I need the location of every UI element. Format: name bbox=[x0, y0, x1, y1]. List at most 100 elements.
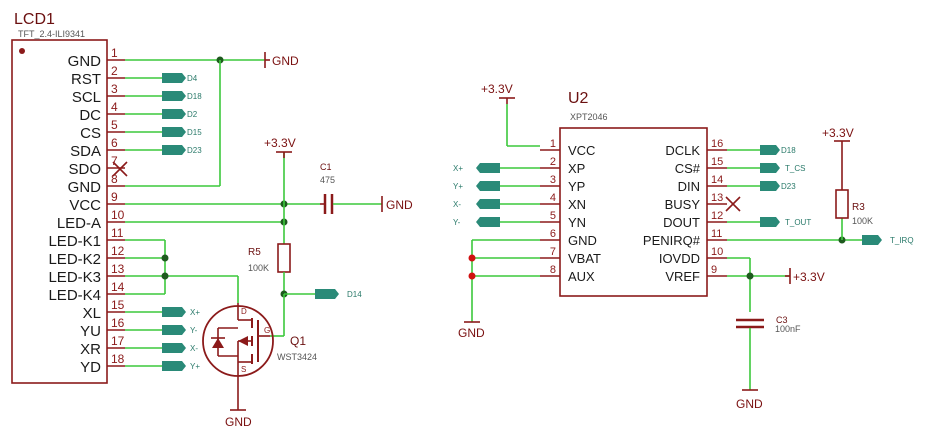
q1-pin-d: D bbox=[241, 307, 247, 316]
c1-capacitor: C1 475 GND bbox=[320, 162, 413, 214]
r3-ref: R3 bbox=[852, 202, 865, 213]
u2-tag-xminus: X- bbox=[453, 200, 461, 209]
q1-part: WST3424 bbox=[277, 352, 317, 362]
u2-pin-number: 11 bbox=[711, 228, 722, 240]
u2-pin-name: VBAT bbox=[568, 251, 601, 266]
u2-pin-name: YP bbox=[568, 179, 585, 194]
supply-3v3-lcd: +3.3V bbox=[264, 136, 296, 158]
lcd1-ref: LCD1 bbox=[14, 11, 55, 28]
lcd-pin-number: 13 bbox=[111, 262, 125, 276]
tag-yplus: Y+ bbox=[190, 362, 200, 371]
lcd-pin-name: YD bbox=[80, 359, 101, 376]
lcd-pin-number: 5 bbox=[111, 118, 118, 132]
u2-pin-number: 13 bbox=[711, 192, 723, 204]
lcd1-body bbox=[11, 39, 108, 384]
u2-pin-number: 8 bbox=[550, 264, 556, 276]
u2-pin-name: XP bbox=[568, 161, 585, 176]
lcd-pin-name: LED-K2 bbox=[48, 251, 101, 268]
u2-pin-7: 7 VBAT bbox=[540, 246, 601, 266]
u2-pin-number: 7 bbox=[550, 246, 556, 258]
tag-xplus: X+ bbox=[190, 308, 200, 317]
u2-tag-tout: T_OUT bbox=[785, 218, 811, 227]
u2-pin-number: 10 bbox=[711, 246, 723, 258]
u2-body bbox=[559, 127, 708, 297]
lcd-net-tags: D4 D18 D2 D15 D23 X+ Y- X- Y+ bbox=[162, 73, 202, 371]
lcd-pin-name: LED-A bbox=[57, 215, 101, 232]
tag-d2: D2 bbox=[187, 110, 198, 119]
tag-d14: D14 bbox=[347, 290, 362, 299]
u2-pin-9: 9 VREF bbox=[665, 264, 727, 284]
q1-pin-g: G bbox=[264, 326, 270, 335]
u2-pin-number: 12 bbox=[711, 210, 723, 222]
lcd-pin-name: SCL bbox=[72, 89, 101, 106]
u2-part: XPT2046 bbox=[570, 112, 608, 122]
gnd-label-c3: GND bbox=[736, 397, 763, 411]
lcd-pin-number: 1 bbox=[111, 46, 118, 60]
u2-pin-name: XN bbox=[568, 197, 586, 212]
lcd-pin-number: 3 bbox=[111, 82, 118, 96]
lcd-pin-name: XR bbox=[80, 341, 101, 358]
u2-tag-xplus: X+ bbox=[453, 164, 463, 173]
u2-pin-name: VREF bbox=[665, 269, 700, 284]
u2-pin-name: GND bbox=[568, 233, 597, 248]
lcd-pin-number: 2 bbox=[111, 64, 118, 78]
lcd-pin-number: 8 bbox=[111, 172, 118, 186]
u2-tag-d18: D18 bbox=[781, 146, 796, 155]
v33-label-u2: +3.3V bbox=[481, 82, 513, 96]
c3-value: 100nF bbox=[775, 324, 801, 334]
u2-pin-name: IOVDD bbox=[659, 251, 700, 266]
lcd-pin-name: SDA bbox=[70, 143, 101, 160]
lcd1-part: TFT_2.4-ILI9341 bbox=[18, 29, 85, 39]
lcd-pin-number: 6 bbox=[111, 136, 118, 150]
u2-pin-name: YN bbox=[568, 215, 586, 230]
u2-pin-10: 10 IOVDD bbox=[659, 246, 727, 266]
u2-pin-number: 5 bbox=[550, 210, 556, 222]
lcd-pin-name: CS bbox=[80, 125, 101, 142]
u2-pin-number: 3 bbox=[550, 174, 556, 186]
u2-pin-name: DCLK bbox=[665, 143, 700, 158]
u2-pin-6: 6 GND bbox=[540, 228, 597, 248]
v33-label-vref: +3.3V bbox=[793, 270, 825, 284]
c1-value: 475 bbox=[320, 175, 335, 185]
lcd-pin-name: LED-K3 bbox=[48, 269, 101, 286]
u2-pin-name: DIN bbox=[678, 179, 700, 194]
r3-resistor: +3.3V R3 100K bbox=[822, 126, 873, 226]
u2-pin-number: 6 bbox=[550, 228, 556, 240]
lcd-pin-name: XL bbox=[83, 305, 101, 322]
lcd-pin-name: LED-K4 bbox=[48, 287, 101, 304]
gnd-label-c1: GND bbox=[386, 198, 413, 212]
u2-tag-d23: D23 bbox=[781, 182, 796, 191]
lcd-pin-name: SDO bbox=[68, 161, 101, 178]
lcd-pin-number: 14 bbox=[111, 280, 125, 294]
u2-pin-name: BUSY bbox=[665, 197, 701, 212]
u2-pin-number: 15 bbox=[711, 156, 723, 168]
u2-tag-tirq: T_IRQ bbox=[890, 236, 914, 245]
c3-capacitor: C3 100nF GND bbox=[736, 315, 801, 411]
u2-component: U2 XPT2046 bbox=[559, 90, 708, 297]
lcd1-pins: 1GND2RST3SCL4DC5CS6SDA7SDO8GND9VCC10LED-… bbox=[48, 46, 125, 376]
lcd-pin-name: GND bbox=[68, 179, 102, 196]
u2-ref: U2 bbox=[568, 90, 589, 107]
u2-pin-number: 9 bbox=[711, 264, 717, 276]
tag-d18: D18 bbox=[187, 92, 202, 101]
u2-pin-number: 16 bbox=[711, 138, 723, 150]
lcd-pin-name: YU bbox=[80, 323, 101, 340]
u2-pin-5: 5 YN bbox=[540, 210, 586, 230]
lcd-pin-name: RST bbox=[71, 71, 101, 88]
u2-pin-number: 1 bbox=[550, 138, 556, 150]
